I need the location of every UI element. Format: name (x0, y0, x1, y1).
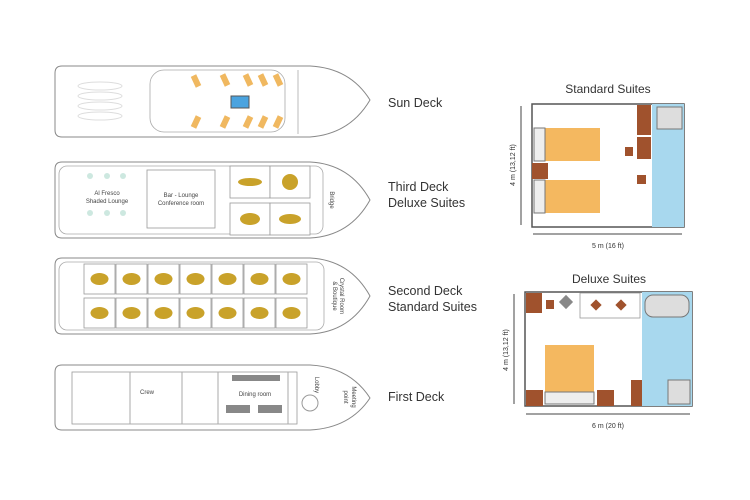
sun-deck-plan: Sun Deck (54, 65, 443, 138)
second-deck-label: Second Deck (388, 284, 463, 298)
fish-icon (122, 273, 141, 285)
standard-width-dim: 5 m (16 ft) (592, 243, 624, 250)
room-label: Crystal Room (338, 278, 344, 314)
lifeboats (77, 81, 123, 121)
caiman-icon (218, 307, 237, 319)
deluxe-height-dim: 4 m (13,12 ft) (503, 329, 510, 371)
third-deck-sublabel: Deluxe Suites (388, 196, 465, 210)
armadillo-icon (240, 213, 260, 225)
standard-cabins (83, 263, 308, 329)
first-deck-label: First Deck (388, 390, 445, 404)
second-deck-sublabel: Standard Suites (388, 300, 477, 314)
standard-height-dim: 4 m (13,12 ft) (510, 144, 517, 186)
room-label: Shaded Lounge (86, 199, 129, 205)
standard-suite-title: Standard Suites (565, 82, 650, 96)
jacuzzi (230, 95, 250, 109)
room-label: Lobby (313, 377, 319, 393)
lizard-icon (186, 273, 205, 285)
frog-icon (218, 273, 237, 285)
first-deck-plan: Crew Dining room Lobby Meeting point Fir… (54, 364, 445, 431)
otter-icon (154, 307, 173, 319)
cabin (243, 297, 276, 329)
room-label: Bar - Lounge (164, 193, 199, 199)
third-deck-label: Third Deck (388, 180, 449, 194)
room-label: & Boutique (331, 281, 337, 311)
deluxe-suite-plan: Deluxe Suites 4 m (13,12 ft) 6 m (20 ft) (503, 272, 693, 430)
room-label: Dining room (239, 392, 271, 398)
sun-loungers (190, 73, 284, 129)
parrot-icon (282, 307, 301, 319)
tapir-icon (122, 307, 141, 319)
dolphin-icon (238, 178, 262, 186)
deluxe-suite-title: Deluxe Suites (572, 272, 646, 286)
ant-icon (154, 273, 173, 285)
butterfly-icon (90, 273, 109, 285)
standard-suite-plan: Standard Suites 4 m (13,12 ft) 5 m (16 f… (510, 82, 685, 250)
jaguar-icon (279, 214, 301, 224)
capybara-icon (250, 273, 269, 285)
room-label: Bridge (328, 191, 334, 209)
room-label: Conference room (158, 201, 204, 207)
coati-icon (90, 307, 109, 319)
snake-icon (282, 174, 298, 190)
room-label: Crew (140, 390, 155, 396)
room-label: Meeting (350, 386, 356, 407)
monkey-icon (186, 307, 205, 319)
toucan-icon (282, 273, 301, 285)
room-label: point (342, 390, 348, 403)
turtle-icon (250, 307, 269, 319)
deluxe-width-dim: 6 m (20 ft) (592, 423, 624, 430)
room-label: Al Fresco (94, 191, 120, 197)
third-deck-plan: Al Fresco Shaded Lounge Bar - Lounge Con… (54, 161, 465, 239)
sun-deck-label: Sun Deck (388, 96, 443, 110)
second-deck-plan: Crystal Room & Boutique Second Deck Stan… (54, 257, 477, 335)
